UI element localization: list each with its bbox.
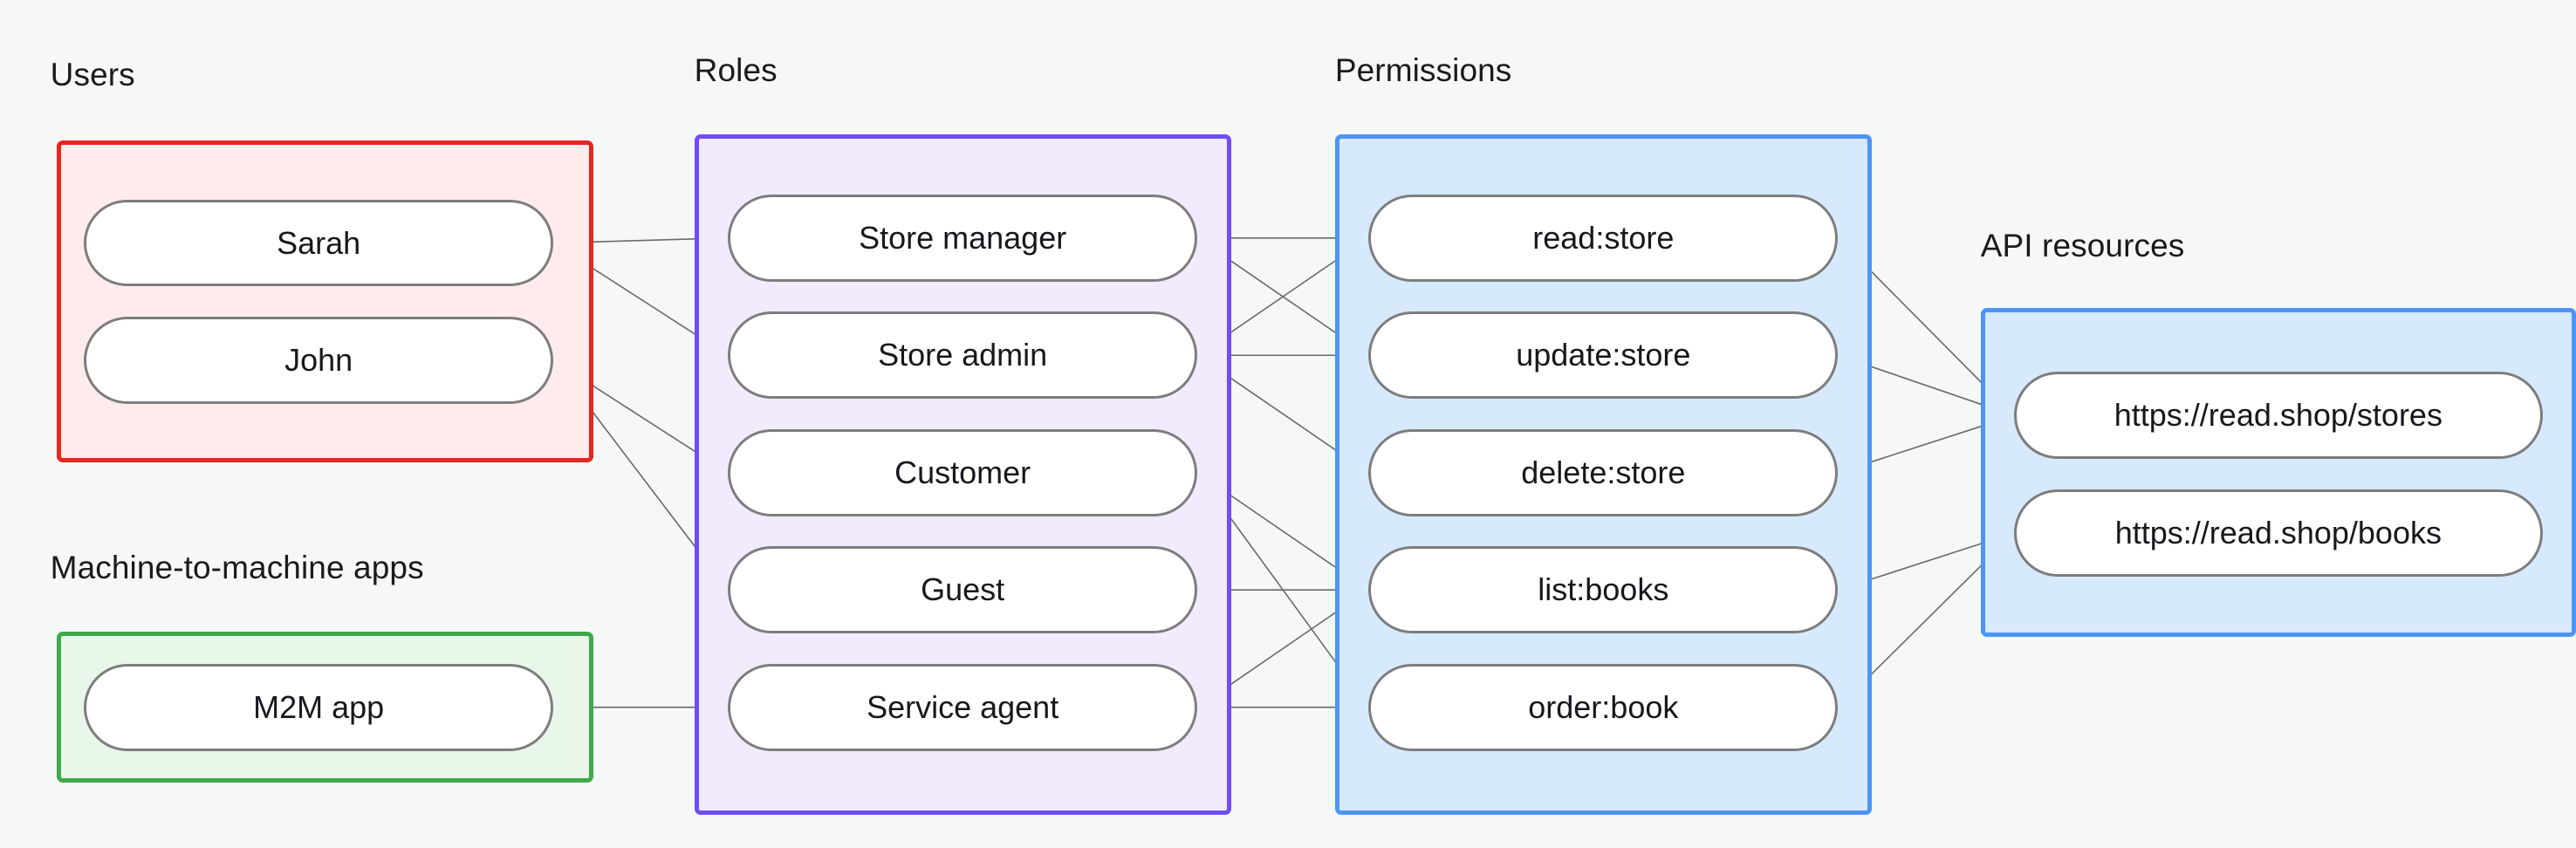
node-service_agent[interactable]: Service agent <box>728 663 1198 751</box>
node-update_store[interactable]: update:store <box>1368 311 1839 400</box>
group-title-users: Users <box>50 57 135 93</box>
node-john[interactable]: John <box>84 317 554 404</box>
node-order_book[interactable]: order:book <box>1368 663 1839 751</box>
group-box-users <box>57 140 594 463</box>
node-m2mapp[interactable]: M2M app <box>84 663 554 751</box>
group-title-roles: Roles <box>694 51 778 88</box>
group-title-api_resources: API resources <box>1980 228 2185 264</box>
node-delete_store[interactable]: delete:store <box>1368 428 1839 516</box>
node-list_books[interactable]: list:books <box>1368 546 1839 634</box>
node-res_stores[interactable]: https://read.shop/stores <box>2014 372 2543 460</box>
node-read_store[interactable]: read:store <box>1368 194 1839 282</box>
node-store_admin[interactable]: Store admin <box>728 311 1198 400</box>
node-guest[interactable]: Guest <box>728 546 1198 634</box>
group-box-api_resources <box>1980 308 2576 637</box>
node-customer[interactable]: Customer <box>728 428 1198 516</box>
group-title-m2m: Machine-to-machine apps <box>50 550 424 586</box>
node-res_books[interactable]: https://read.shop/books <box>2014 489 2543 577</box>
node-store_manager[interactable]: Store manager <box>728 194 1198 282</box>
node-sarah[interactable]: Sarah <box>84 199 554 287</box>
group-title-permissions: Permissions <box>1334 51 1512 88</box>
